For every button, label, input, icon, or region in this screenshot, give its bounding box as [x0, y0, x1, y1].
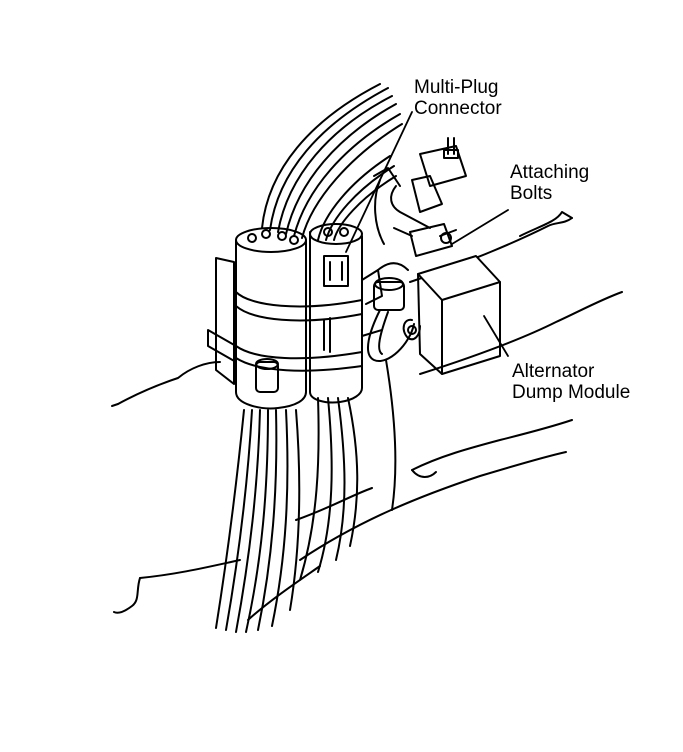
- multi-plug-connector-label: Multi-Plug Connector: [414, 77, 502, 119]
- attaching-bolts-line2: Bolts: [510, 183, 553, 204]
- body-panel-outline: [112, 212, 622, 620]
- sender-switch: [374, 138, 466, 244]
- mounting-bracket: [208, 258, 408, 384]
- leader-lines: [346, 112, 508, 356]
- leader-attaching-bolts: [452, 210, 508, 244]
- wire-harness: [216, 84, 402, 632]
- dump-module-line2: Dump Module: [512, 382, 631, 403]
- multi-plug-connector: [236, 224, 362, 408]
- attaching-bolts-line1: Attaching: [510, 162, 590, 183]
- alternator-dump-module: [404, 256, 500, 374]
- leader-multi-plug: [346, 112, 412, 252]
- pigtail-socket: [256, 278, 414, 392]
- multi-plug-line2: Connector: [414, 98, 502, 119]
- dump-module-label: Alternator Dump Module: [512, 361, 630, 403]
- dump-module-line1: Alternator: [512, 361, 595, 382]
- attaching-bolts-label: Attaching Bolts: [510, 162, 589, 204]
- leader-dump-module: [484, 316, 508, 356]
- attaching-bolt: [394, 224, 456, 256]
- multi-plug-line1: Multi-Plug: [414, 77, 499, 98]
